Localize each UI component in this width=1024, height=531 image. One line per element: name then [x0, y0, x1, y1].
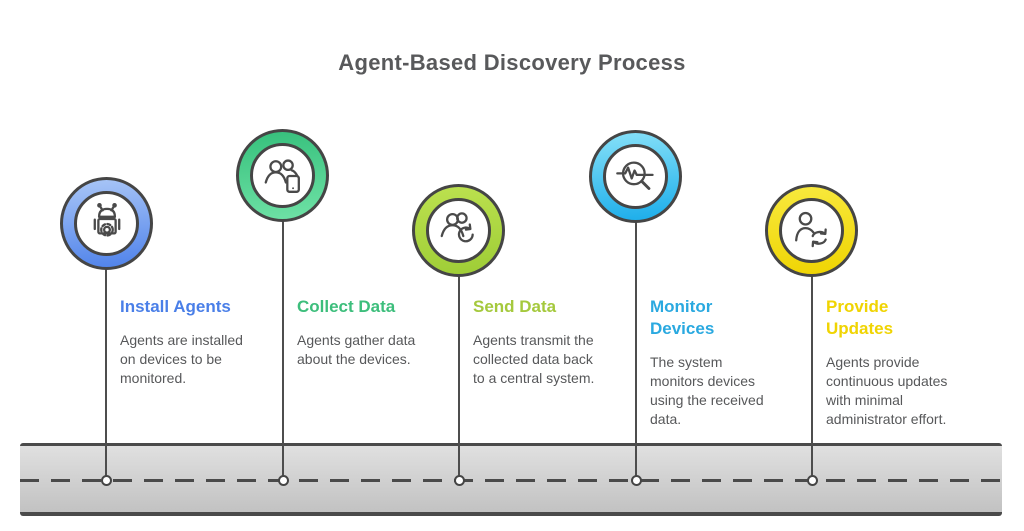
- step-description: Agents provide continuous updates with m…: [826, 354, 948, 427]
- step-heading: Collect Data: [297, 297, 396, 316]
- step-description: The system monitors devices using the re…: [650, 354, 764, 427]
- timeline-node: [630, 475, 642, 486]
- step-description: Agents are installed on devices to be mo…: [120, 332, 243, 386]
- step-ring-inner: [603, 144, 668, 209]
- step-description: Agents transmit the collected data back …: [473, 332, 595, 386]
- timeline-node: [806, 475, 818, 486]
- step-text-block: Collect Data Agents gather data about th…: [297, 296, 467, 369]
- users-device-icon: [264, 158, 300, 193]
- page-title: Agent-Based Discovery Process: [338, 50, 686, 75]
- timeline-node: [100, 475, 112, 486]
- timeline-node: [453, 475, 465, 486]
- step-text-block: Monitor Devices The system monitors devi…: [650, 296, 800, 429]
- step-description: Agents gather data about the devices.: [297, 332, 416, 367]
- step-ring-inner: [250, 143, 315, 208]
- step-ring: [589, 130, 682, 223]
- step-text-block: Send Data Agents transmit the collected …: [473, 296, 643, 388]
- connector-stem: [458, 275, 460, 482]
- step-ring: [236, 129, 329, 222]
- connector-stem: [282, 220, 284, 482]
- step-ring: [765, 184, 858, 277]
- step-heading: Install Agents: [120, 297, 231, 316]
- step-heading: Send Data: [473, 297, 557, 316]
- connector-stem: [635, 221, 637, 482]
- step-heading: Monitor Devices: [650, 297, 715, 338]
- road: [20, 443, 1002, 516]
- users-sync-icon: [440, 211, 474, 242]
- step-text-block: Install Agents Agents are installed on d…: [120, 296, 290, 388]
- step-ring-inner: [426, 198, 491, 263]
- robot-gear-icon: [93, 202, 120, 237]
- road-center-dashed-line: [20, 479, 1002, 482]
- connector-stem: [811, 275, 813, 482]
- step-heading: Provide Updates: [826, 297, 894, 338]
- timeline-node: [277, 475, 289, 486]
- step-ring-inner: [74, 191, 139, 256]
- connector-stem: [105, 268, 107, 482]
- step-ring: [60, 177, 153, 270]
- step-ring: [412, 184, 505, 277]
- user-sync-icon: [794, 211, 827, 247]
- step-text-block: Provide Updates Agents provide continuou…: [826, 296, 986, 429]
- magnifier-pulse-icon: [615, 160, 654, 190]
- step-ring-inner: [779, 198, 844, 263]
